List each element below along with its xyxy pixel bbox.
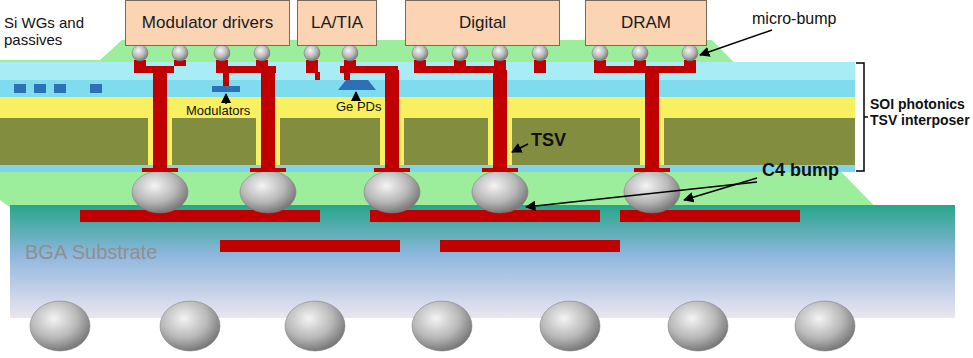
part-label: Modulators [186, 104, 250, 119]
substrate-name: BGA Substrate [25, 241, 955, 264]
part-label: micro-bump [752, 10, 836, 28]
chip-box: Digital [405, 0, 560, 46]
interposer-bracket [856, 63, 868, 171]
leader-arrows [226, 30, 772, 207]
photonic-devices [14, 80, 376, 93]
chip-name: Modulator drivers [142, 13, 273, 33]
part-label: SOI photonics TSV interposer [870, 96, 970, 128]
substrate-body [10, 205, 955, 318]
tsvs [142, 70, 670, 172]
chip-box: Modulator drivers [125, 0, 290, 46]
part-label: C4 bump [762, 160, 839, 181]
c4-bumps [132, 171, 680, 213]
chip-box: DRAM [585, 0, 707, 46]
interposer [0, 62, 855, 172]
bga-balls [30, 301, 855, 351]
micro-bumps [132, 45, 698, 66]
chip-name: DRAM [621, 13, 671, 33]
chip-name: LA/TIA [311, 13, 363, 33]
chip-box: LA/TIA [297, 0, 377, 46]
part-label: Si WGs and passives [4, 14, 100, 49]
substrate-band: BGA Substrate [10, 205, 955, 318]
interposer-wiring [134, 66, 696, 86]
part-label: TSV [531, 130, 566, 151]
substrate-wiring [80, 210, 800, 252]
part-label: Ge PDs [336, 100, 382, 115]
chip-name: Digital [459, 13, 506, 33]
